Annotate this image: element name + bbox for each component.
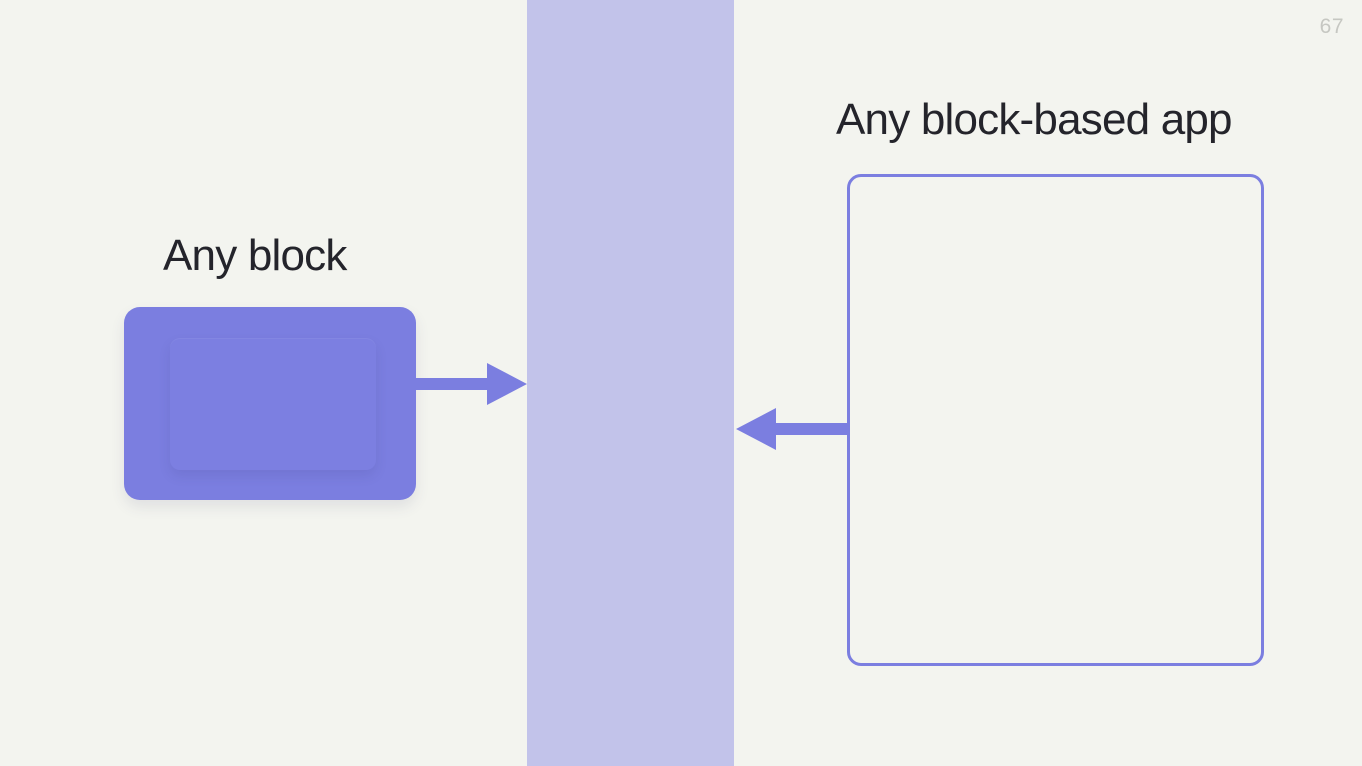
arrow-right-icon: [414, 363, 527, 405]
arrow-left-icon: [736, 408, 849, 450]
left-heading: Any block: [163, 231, 347, 280]
solid-purple-block-inner: [170, 338, 376, 470]
right-heading: Any block-based app: [836, 95, 1233, 144]
solid-purple-block: [124, 307, 416, 500]
page-number: 67: [1319, 15, 1344, 38]
vertical-band: [527, 0, 734, 766]
outlined-app-block: [847, 174, 1264, 666]
